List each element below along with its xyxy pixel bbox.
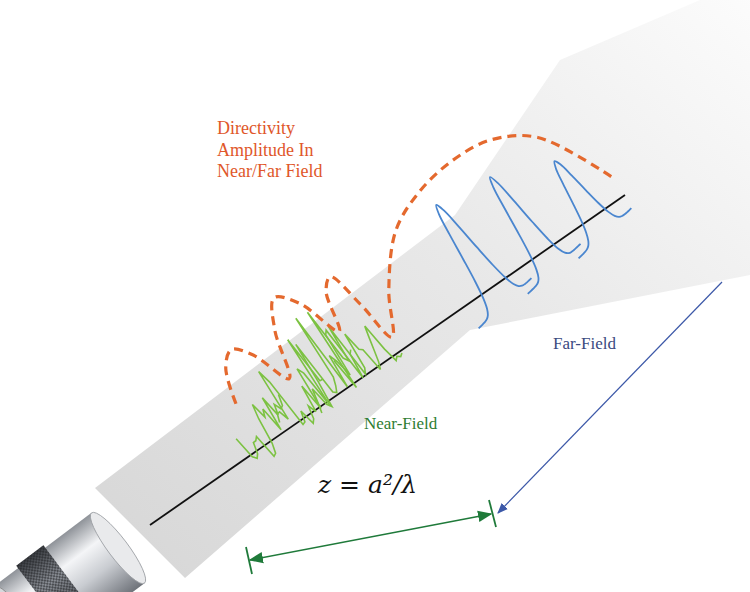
far-field-arrow bbox=[498, 282, 722, 513]
near-field-dimension bbox=[250, 514, 491, 560]
directivity-envelope bbox=[193, 91, 615, 432]
callout-text: Directivity Amplitude In Near/Far Field bbox=[217, 118, 357, 183]
far-field-trace bbox=[460, 156, 586, 293]
amplitude-traces bbox=[177, 91, 640, 479]
near-field-trace bbox=[225, 389, 306, 468]
dimension-label: Near-Field bbox=[364, 414, 484, 434]
dimension-tick bbox=[246, 547, 252, 574]
dimension-tick bbox=[489, 500, 496, 527]
transducer bbox=[0, 504, 154, 592]
dimension-label: Far-Field bbox=[553, 334, 663, 354]
beam-cone bbox=[95, 0, 750, 578]
formula: z = a²/λ bbox=[318, 470, 448, 500]
near-field-trace bbox=[243, 336, 340, 438]
